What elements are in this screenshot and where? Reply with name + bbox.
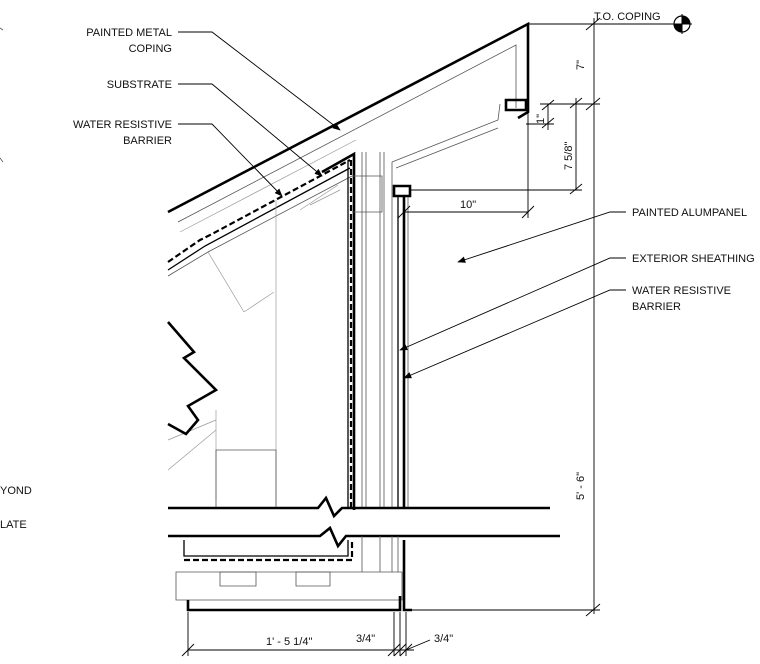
base-assembly (175, 536, 412, 612)
section-break-line (167, 321, 219, 436)
coping-drip-trim (504, 98, 528, 112)
base-wrb (184, 540, 354, 562)
wrb-left-leader (178, 123, 283, 197)
dim-1-label: 1" (535, 114, 547, 124)
wall-assembly (168, 98, 560, 549)
rafter-line-2 (243, 291, 275, 313)
top-block (352, 175, 383, 213)
left-callouts: PAINTED METAL COPING SUBSTRATE WATER RES… (0, 27, 341, 531)
roof-deck-line-2 (167, 175, 353, 277)
rafter-line-4 (167, 419, 217, 441)
exterior-sheathing-leader (399, 257, 626, 351)
panel-top-trim (392, 184, 412, 198)
base-line-2 (175, 571, 403, 601)
substrate-leader (178, 83, 323, 177)
wrb-right-label-1: WATER RESISTIVE (632, 285, 731, 297)
rafter-line-1 (207, 251, 245, 313)
wrb-left-label-1: WATER RESISTIVE (73, 119, 172, 131)
dim-1-5-1-4-label: 1' - 5 1/4" (266, 636, 312, 648)
painted-alumpanel-leader (457, 211, 626, 263)
dim-3-4-a-label: 3/4" (356, 633, 375, 645)
painted-metal-coping-leader (178, 31, 341, 131)
sill-block-1 (219, 571, 257, 587)
elevation-target-q1 (682, 16, 690, 24)
edge-marks (0, 27, 4, 163)
horizontal-dimensions: 10" 1' - 5 1/4" 3/4" 3/4" (181, 112, 535, 657)
sill-block-2 (295, 571, 331, 587)
substrate-label: SUBSTRATE (107, 79, 172, 91)
rafter-line-5 (167, 429, 217, 471)
floor-break-lower (168, 525, 560, 549)
right-callouts: PAINTED ALUMPANEL EXTERIOR SHEATHING WAT… (399, 207, 755, 379)
wrb-right-label-2: BARRIER (632, 301, 681, 313)
dim-7-5-8-label: 7 5/8" (563, 142, 575, 170)
dim-10-label: 10" (460, 199, 476, 211)
blocking-diag (299, 184, 341, 211)
panel-inner-line (395, 127, 499, 169)
wrb-left-label-2: BARRIER (123, 135, 172, 147)
coping-inner-line-2 (179, 139, 357, 233)
coping-inner-line (177, 44, 517, 223)
panel-bottom (402, 540, 412, 612)
painted-metal-coping-label-2: COPING (129, 43, 172, 55)
metal-coping-outline (167, 21, 530, 214)
painted-alumpanel-label: PAINTED ALUMPANEL (632, 207, 747, 219)
dim-3-4-b-label: 3/4" (434, 633, 453, 645)
beyond-fragment-label: YOND (0, 485, 32, 497)
dim-7-label: 7" (575, 60, 587, 70)
top-of-coping-marker: T.O. COPING (528, 11, 692, 34)
exterior-sheathing-label: EXTERIOR SHEATHING (632, 253, 755, 265)
wrb-right-leader (403, 289, 626, 379)
painted-metal-coping-label-1: PAINTED METAL (86, 27, 172, 39)
base-plate (186, 596, 402, 612)
base-line-1 (183, 540, 349, 557)
wall-line-lower (361, 536, 399, 572)
roof-water-resistive-barrier (167, 159, 351, 263)
blocking (215, 449, 277, 509)
to-coping-label: T.O. COPING (594, 11, 661, 23)
parapet-cap (321, 151, 356, 510)
plate-fragment-label: LATE (0, 519, 27, 531)
panel-outer-box (391, 103, 501, 508)
sloped-roof-assembly (167, 21, 530, 510)
vertical-dimensions: 7" 5' - 6" 7 5/8" 1" (410, 17, 601, 617)
floor-break-upper (168, 495, 550, 519)
roof-deck-line (167, 167, 351, 271)
elevation-target-q3 (674, 24, 682, 32)
dim-5-6-label: 5' - 6" (575, 472, 587, 500)
